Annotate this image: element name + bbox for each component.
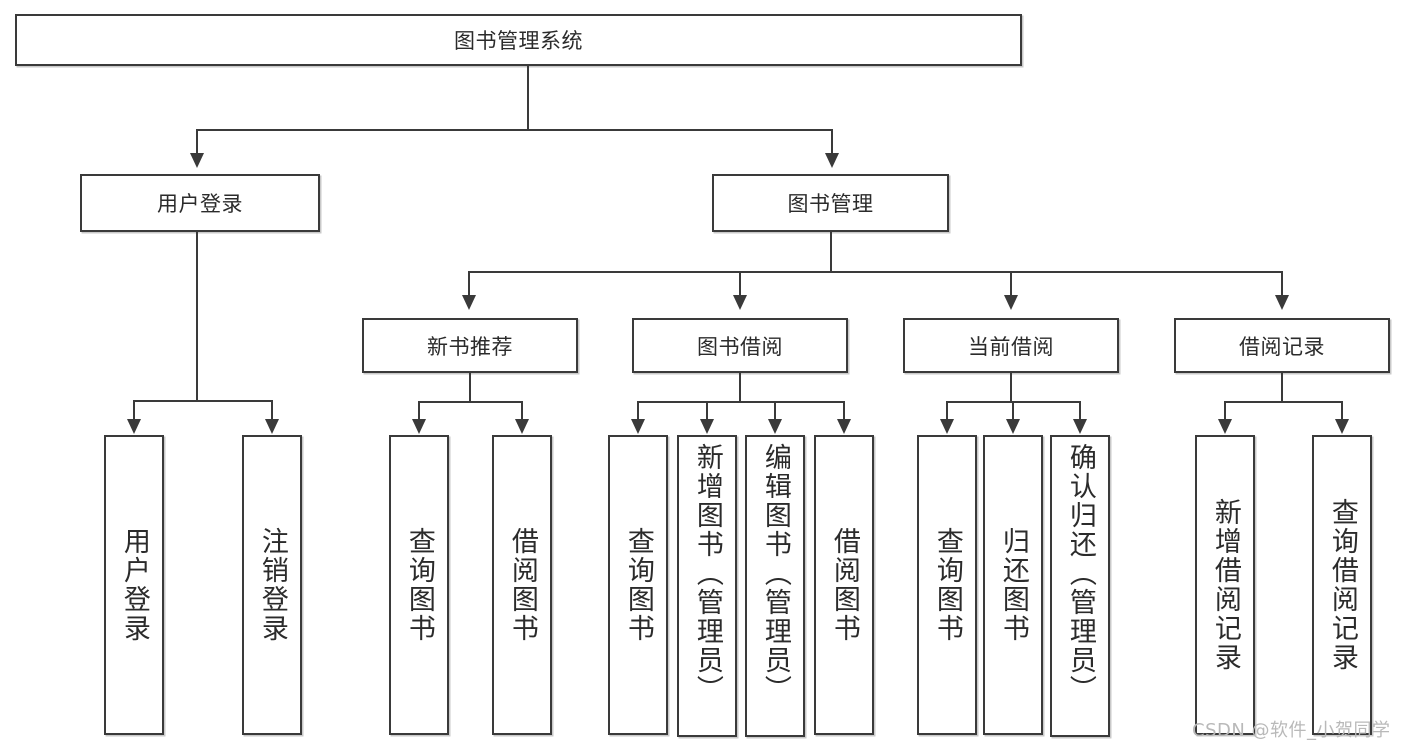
connector-root-bus [196,129,833,131]
arrowhead-current-leaf-2 [1006,419,1020,434]
node-current-borrow[interactable]: 当前借阅 [903,318,1119,373]
leaf-current-query-book[interactable]: 查询图书 [917,435,977,735]
arrowhead-record-leaf-1 [1218,419,1232,434]
connector-record-bus [1224,401,1341,403]
connector-borrow-drop-3 [774,401,776,421]
connector-level3-bus [468,271,1282,273]
arrowhead-to-book-management [825,153,839,168]
connector-level3-drop-1 [468,271,470,297]
connector-record-drop-2 [1341,401,1343,421]
node-new-book-recommend[interactable]: 新书推荐 [362,318,578,373]
connector-user-login-drop-1 [133,400,135,421]
connector-current-drop-1 [946,401,948,421]
leaf-record-query-record[interactable]: 查询借阅记录 [1312,435,1372,735]
node-user-login[interactable]: 用户登录 [80,174,320,232]
leaf-recommend-query-book[interactable]: 查询图书 [389,435,449,735]
connector-borrow-bus [637,401,845,403]
arrowhead-to-book-borrow [733,295,747,310]
connector-book-management-stem [830,232,832,271]
connector-current-drop-2 [1012,401,1014,421]
arrowhead-to-leaf-user-login [127,419,141,434]
leaf-record-add-record[interactable]: 新增借阅记录 [1195,435,1255,735]
leaf-current-confirm-return-admin[interactable]: 确认归还（管理员） [1050,435,1110,737]
node-book-management[interactable]: 图书管理 [712,174,949,232]
connector-recommend-drop-2 [521,401,523,421]
connector-borrow-drop-4 [843,401,845,421]
arrowhead-borrow-leaf-4 [837,419,851,434]
node-borrow-record[interactable]: 借阅记录 [1174,318,1390,373]
arrowhead-to-leaf-logout [265,419,279,434]
connector-recommend-stem [469,373,471,401]
connector-level3-drop-4 [1281,271,1283,297]
leaf-recommend-borrow-book[interactable]: 借阅图书 [492,435,552,735]
arrowhead-borrow-leaf-1 [631,419,645,434]
arrowhead-to-current-borrow [1004,295,1018,310]
node-root-book-management-system[interactable]: 图书管理系统 [15,14,1022,66]
arrowhead-current-leaf-1 [940,419,954,434]
connector-user-login-stem [196,232,198,400]
arrowhead-recommend-leaf-1 [412,419,426,434]
leaf-current-return-book[interactable]: 归还图书 [983,435,1043,735]
connector-recommend-drop-1 [418,401,420,421]
connector-current-drop-3 [1079,401,1081,421]
arrowhead-current-leaf-3 [1073,419,1087,434]
connector-root-drop-right [831,129,833,155]
arrowhead-recommend-leaf-2 [515,419,529,434]
connector-borrow-drop-2 [706,401,708,421]
leaf-user-login[interactable]: 用户登录 [104,435,164,735]
arrowhead-record-leaf-2 [1335,419,1349,434]
leaf-borrow-query-book[interactable]: 查询图书 [608,435,668,735]
arrowhead-to-user-login [190,153,204,168]
connector-record-drop-1 [1224,401,1226,421]
connector-level3-drop-2 [739,271,741,297]
arrowhead-borrow-leaf-3 [768,419,782,434]
leaf-logout[interactable]: 注销登录 [242,435,302,735]
connector-root-drop-left [196,129,198,155]
connector-record-stem [1281,373,1283,401]
arrowhead-to-new-book-recommend [462,295,476,310]
leaf-borrow-add-book-admin[interactable]: 新增图书（管理员） [677,435,737,737]
connector-current-stem [1010,373,1012,401]
connector-recommend-bus [418,401,521,403]
arrowhead-borrow-leaf-2 [700,419,714,434]
connector-root-stem [527,66,529,129]
node-book-borrow[interactable]: 图书借阅 [632,318,848,373]
connector-user-login-drop-2 [271,400,273,421]
leaf-borrow-borrow-book[interactable]: 借阅图书 [814,435,874,735]
arrowhead-to-borrow-record [1275,295,1289,310]
connector-borrow-stem [739,373,741,401]
leaf-borrow-edit-book-admin[interactable]: 编辑图书（管理员） [745,435,805,737]
connector-borrow-drop-1 [637,401,639,421]
connector-user-login-bus [133,400,271,402]
csdn-watermark: CSDN @软件_小贺同学 [1192,720,1391,741]
connector-level3-drop-3 [1010,271,1012,297]
